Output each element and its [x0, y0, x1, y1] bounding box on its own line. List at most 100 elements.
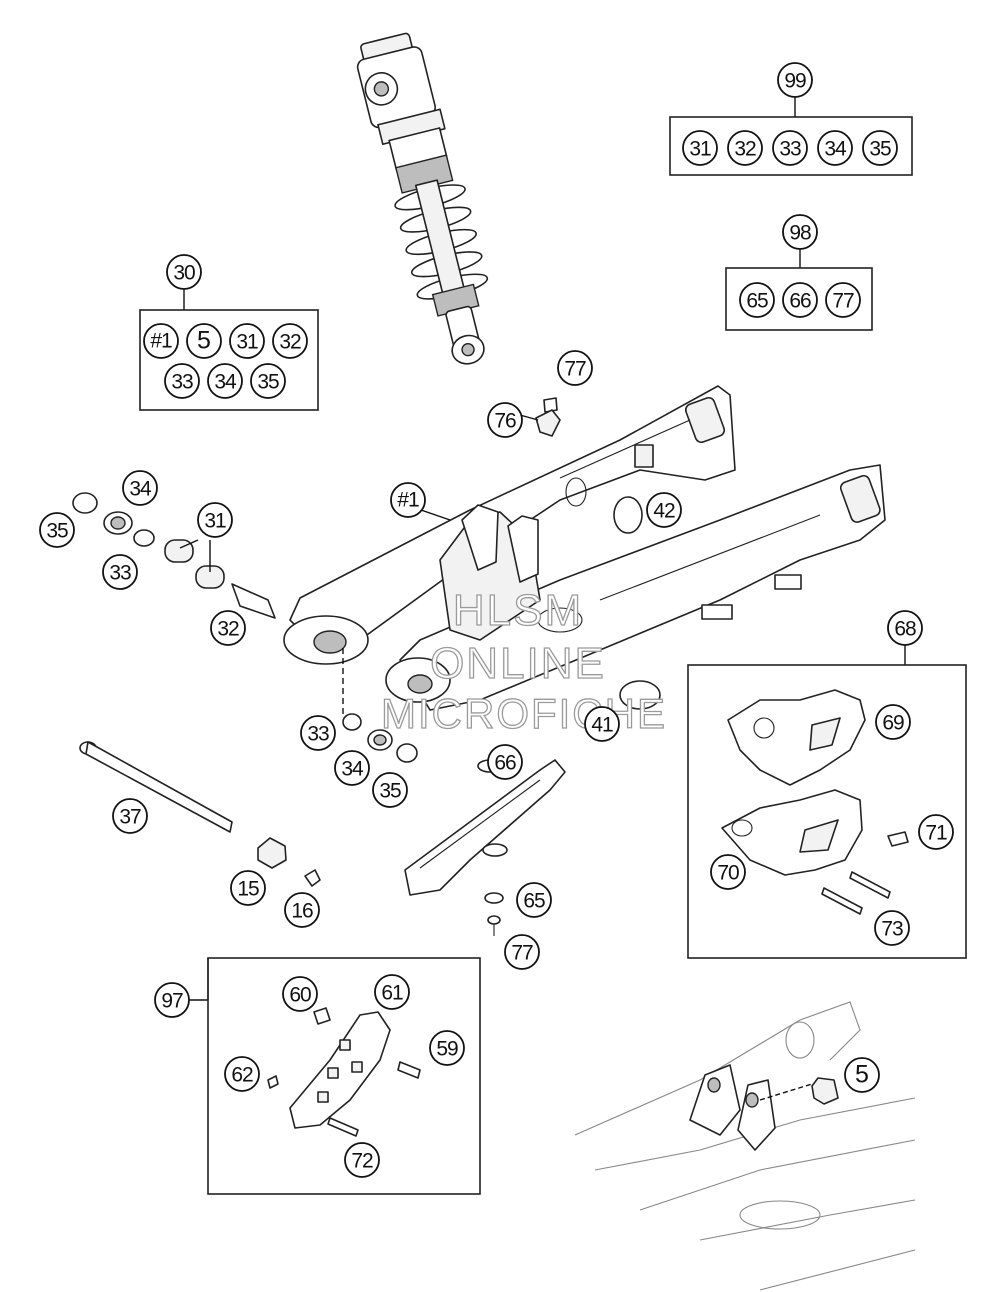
- callout-c35b-label: 35: [379, 780, 401, 803]
- kit-k98-item-2-circle: [825, 282, 861, 318]
- callout-c33b[interactable]: 33: [300, 715, 336, 751]
- callout-c16[interactable]: 16: [284, 892, 320, 928]
- kit-k98-item-0-circle: [739, 282, 775, 318]
- callout-c71-label: 71: [925, 822, 947, 845]
- kit-k99-item-0[interactable]: 31: [682, 130, 718, 166]
- kit-k98-item-1-label: 66: [789, 290, 811, 313]
- callout-c34b[interactable]: 34: [334, 750, 370, 786]
- kit-k30-item-5-label: 34: [214, 371, 237, 394]
- kit-k30-item-3[interactable]: 32: [272, 323, 308, 359]
- kit-k99-item-4-circle: [862, 130, 898, 166]
- callout-c69[interactable]: 69: [875, 704, 911, 740]
- callout-c5[interactable]: 5: [844, 1057, 880, 1093]
- kit-k99-item-1-circle: [727, 130, 763, 166]
- pivot-axle: [79, 741, 321, 887]
- callout-c68-circle: [887, 610, 923, 646]
- callout-c34a[interactable]: 34: [122, 470, 158, 506]
- callout-c71[interactable]: 71: [918, 814, 954, 850]
- callout-c73-circle: [874, 910, 910, 946]
- callout-c34b-circle: [334, 750, 370, 786]
- callout-c1[interactable]: #1: [390, 482, 426, 518]
- callout-c33a-label: 33: [109, 562, 131, 585]
- kit-k99-item-4[interactable]: 35: [862, 130, 898, 166]
- watermark: HLSM ONLINE MICROFICHE: [380, 585, 665, 737]
- callout-c37-circle: [112, 798, 148, 834]
- callout-c15[interactable]: 15: [230, 870, 266, 906]
- callout-c98-label: 98: [789, 222, 811, 245]
- kit-k30-item-6[interactable]: 35: [250, 363, 286, 399]
- callout-c65[interactable]: 65: [516, 882, 552, 918]
- callout-c35a[interactable]: 35: [39, 512, 75, 548]
- swingarm: [283, 385, 886, 711]
- callout-c70-label: 70: [717, 862, 739, 885]
- callout-c1-label: #1: [397, 489, 419, 512]
- kit-k30-item-1[interactable]: 5: [186, 323, 222, 359]
- callout-c77a[interactable]: 77: [557, 350, 593, 386]
- kit-k98-item-1[interactable]: 66: [782, 282, 818, 318]
- callout-c5-label: 5: [855, 1061, 869, 1089]
- callout-c99[interactable]: 99: [777, 62, 813, 98]
- callout-c70-circle: [710, 854, 746, 890]
- kit-k98-item-2[interactable]: 77: [825, 282, 861, 318]
- callout-c70[interactable]: 70: [710, 854, 746, 890]
- callout-c66-label: 66: [494, 752, 516, 775]
- callout-c31-circle: [197, 502, 233, 538]
- kit-k30-item-3-circle: [272, 323, 308, 359]
- kit-k30-item-2[interactable]: 31: [229, 323, 265, 359]
- callout-c42[interactable]: 42: [646, 492, 682, 528]
- callout-c72-circle: [344, 1142, 380, 1178]
- callout-c60-label: 60: [289, 984, 311, 1007]
- callout-c77b[interactable]: 77: [504, 934, 540, 970]
- callout-c66[interactable]: 66: [487, 744, 523, 780]
- callout-c66-circle: [487, 744, 523, 780]
- callout-c68-label: 68: [894, 618, 916, 641]
- swingarm-detail-view: [574, 1001, 916, 1291]
- callout-c35a-circle: [39, 512, 75, 548]
- kit-k30-item-0-label: #1: [150, 330, 172, 353]
- callout-c62-circle: [224, 1056, 260, 1092]
- callout-c59-label: 59: [436, 1038, 458, 1061]
- kit-k30-item-4[interactable]: 33: [164, 363, 200, 399]
- callout-c31-label: 31: [204, 510, 226, 533]
- callout-c97-circle: [154, 982, 190, 1018]
- kit-68-box: [687, 664, 967, 959]
- callout-c77a-label: 77: [564, 358, 586, 381]
- callout-c37[interactable]: 37: [112, 798, 148, 834]
- callout-c31[interactable]: 31: [197, 502, 233, 538]
- callout-c33a[interactable]: 33: [102, 554, 138, 590]
- kit-k98-item-0[interactable]: 65: [739, 282, 775, 318]
- kit-k99-item-2[interactable]: 33: [772, 130, 808, 166]
- callout-c41[interactable]: 41: [584, 706, 620, 742]
- callout-c35b[interactable]: 35: [372, 772, 408, 808]
- kit-k30-item-5[interactable]: 34: [207, 363, 243, 399]
- kit-k30-item-1-label: 5: [197, 327, 211, 355]
- callout-c42-circle: [646, 492, 682, 528]
- callout-c15-circle: [230, 870, 266, 906]
- callout-c76[interactable]: 76: [487, 402, 523, 438]
- callout-c30-label: 30: [173, 262, 195, 285]
- callout-c60[interactable]: 60: [282, 976, 318, 1012]
- callout-c72[interactable]: 72: [344, 1142, 380, 1178]
- callout-c76-circle: [487, 402, 523, 438]
- kit-k98-item-0-label: 65: [746, 290, 768, 313]
- callout-c68[interactable]: 68: [887, 610, 923, 646]
- callout-c73[interactable]: 73: [874, 910, 910, 946]
- kit-k30-item-0[interactable]: #1: [143, 323, 179, 359]
- callout-c61[interactable]: 61: [374, 974, 410, 1010]
- callout-c97[interactable]: 97: [154, 982, 190, 1018]
- callout-c41-circle: [584, 706, 620, 742]
- callout-c30[interactable]: 30: [166, 254, 202, 290]
- callout-c42-label: 42: [653, 500, 675, 523]
- callout-c59[interactable]: 59: [429, 1030, 465, 1066]
- callout-c32[interactable]: 32: [210, 610, 246, 646]
- kit-k30-item-2-circle: [229, 323, 265, 359]
- kit-k99-item-1[interactable]: 32: [727, 130, 763, 166]
- callout-c98[interactable]: 98: [782, 214, 818, 250]
- callout-c35a-label: 35: [46, 520, 68, 543]
- watermark-line2: ONLINE: [430, 639, 606, 688]
- kit-k98-item-1-circle: [782, 282, 818, 318]
- callout-c62[interactable]: 62: [224, 1056, 260, 1092]
- chain-guide-group: [687, 645, 967, 959]
- kit-k99-item-3[interactable]: 34: [817, 130, 853, 166]
